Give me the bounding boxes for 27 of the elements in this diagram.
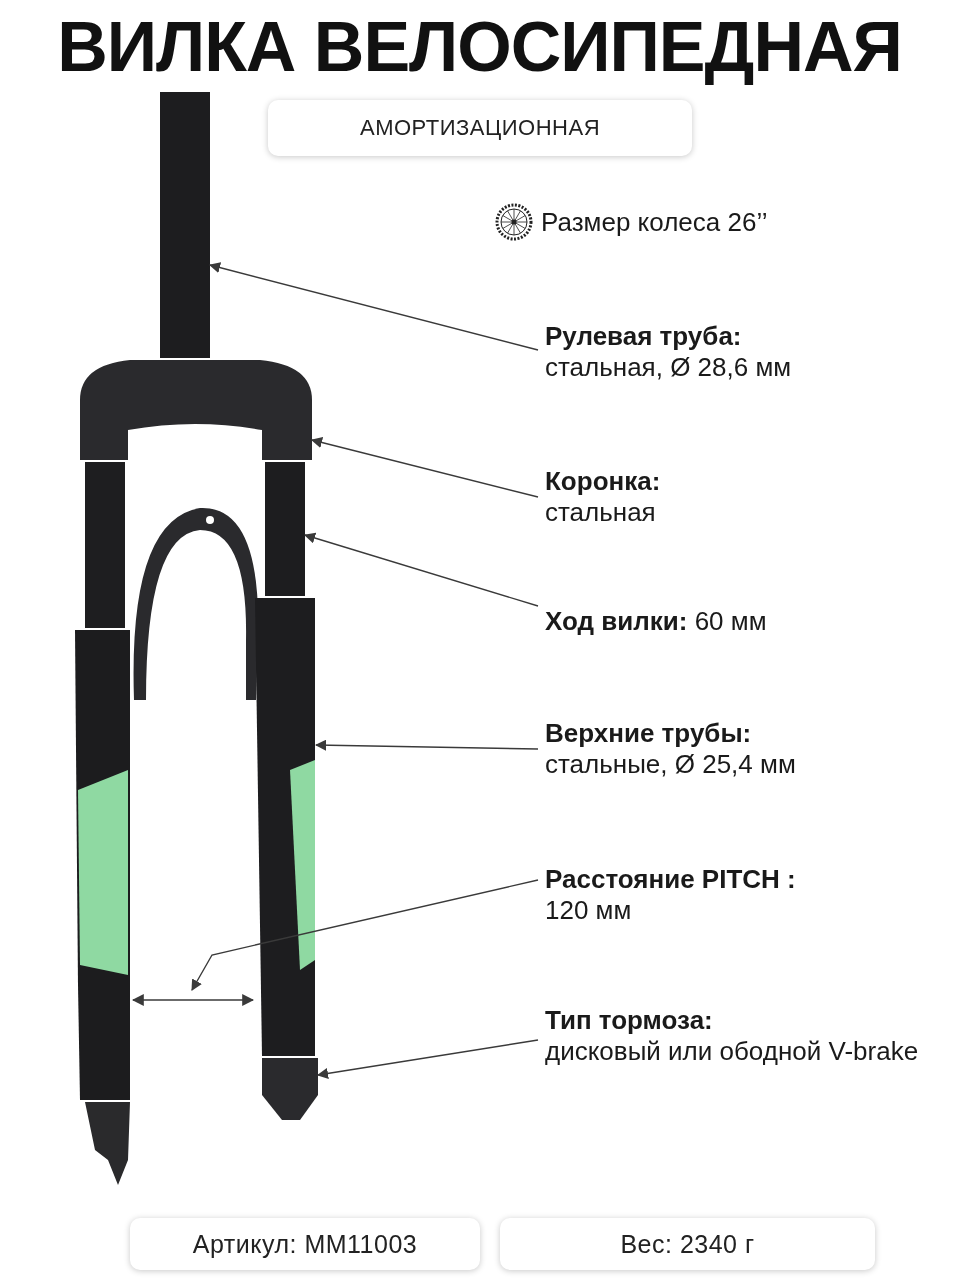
label-pill: АМОРТИЗАЦИОННАЯ	[268, 100, 692, 156]
leader-line	[310, 437, 539, 498]
callout-heading: Верхние трубы:	[545, 718, 753, 749]
steerer-tube	[160, 92, 210, 358]
label-pill: Артикул: MM11003	[130, 1218, 480, 1270]
leader-line	[208, 262, 539, 351]
label-pill: Вес: 2340 г	[500, 1218, 875, 1270]
callout-text: 120 мм	[545, 895, 633, 926]
callout-heading: Рулевая труба:	[545, 321, 743, 352]
leader-line	[303, 532, 539, 607]
title: ВИЛКА ВЕЛОСИПЕДНАЯ	[56, 7, 903, 88]
callout-text: стальные, Ø 25,4 мм	[545, 749, 797, 780]
wheel-size-text: Размер колеса 26’’	[541, 206, 768, 238]
callout-heading: Коронка:	[545, 466, 662, 497]
leader-line	[314, 739, 539, 751]
callout-text: стальная	[545, 497, 657, 528]
callout-heading: Тип тормоза:	[545, 1005, 714, 1036]
leader-line	[191, 879, 539, 991]
callout-text: дисковый или ободной V-brake	[545, 1036, 920, 1067]
dropout	[262, 1058, 318, 1120]
callout-heading: Расстояние PITCH :	[545, 864, 797, 895]
callout-text: Ход вилки: 60 мм	[545, 606, 768, 637]
callout-text: стальная, Ø 28,6 мм	[545, 352, 793, 383]
fork-crown	[80, 360, 312, 460]
lower-leg	[255, 598, 315, 1056]
stanchion-tube	[265, 462, 305, 596]
leader-line	[316, 1039, 539, 1079]
